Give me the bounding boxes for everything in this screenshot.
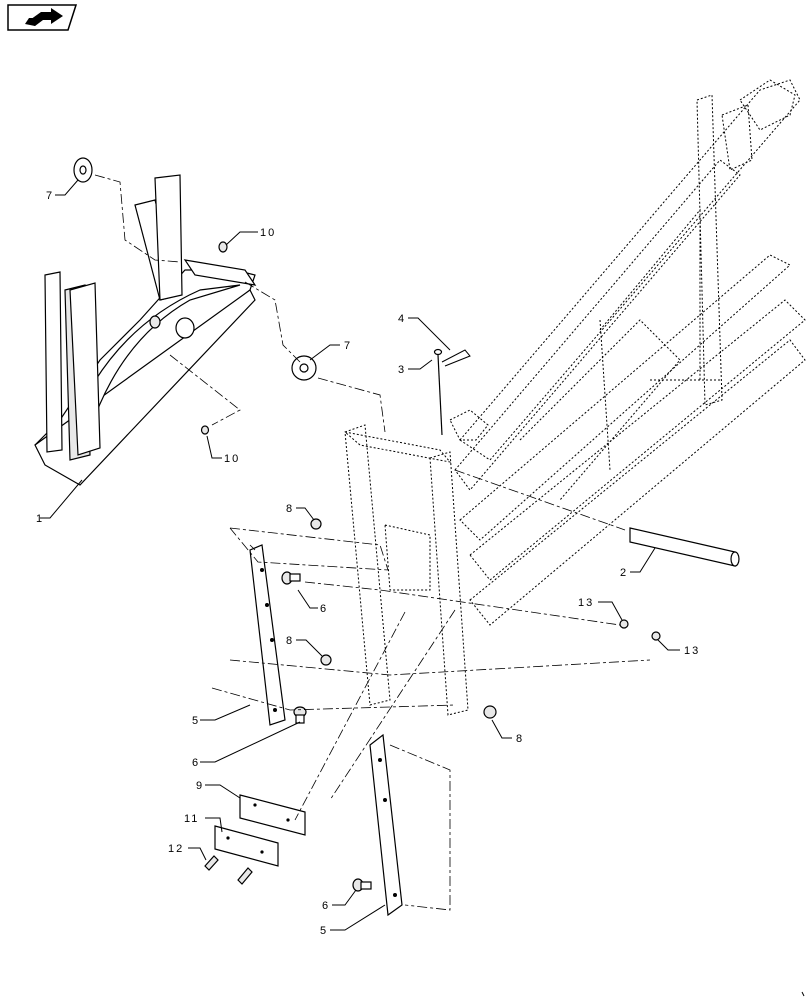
part-4-retaining-clip: [441, 349, 471, 367]
return-arrow-icon: [25, 8, 63, 26]
part-5-strap-left: [249, 544, 286, 726]
part-10-grease-fitting-lower: [200, 425, 210, 435]
callout-7a: 7: [46, 190, 54, 202]
callout-6a: 6: [320, 603, 328, 615]
part-9-plate: [239, 794, 306, 836]
callout-3: 3: [398, 364, 406, 376]
part-10-grease-fitting-upper: [218, 241, 228, 253]
part-12-bolt-right: [237, 867, 253, 885]
part-5-strap-right: [369, 733, 403, 917]
callout-6c: 6: [322, 900, 330, 912]
corner-mark: [801, 991, 805, 997]
part-3-clip-pin: [433, 348, 443, 436]
callout-leaders: [40, 179, 680, 931]
part-7-washer-upper: [73, 157, 93, 183]
part-7-washer-middle: [291, 355, 317, 381]
boom-frame-ghost: [343, 79, 806, 716]
return-button[interactable]: [7, 4, 77, 31]
part-11-plate: [214, 825, 279, 867]
callout-2: 2: [620, 567, 628, 579]
part-6-bolt-middle: [293, 706, 307, 724]
callout-13a: 13: [578, 597, 594, 609]
callout-10b: 10: [224, 453, 240, 465]
part-1-cradle-bracket: [34, 174, 257, 486]
callout-5b: 5: [320, 925, 328, 937]
callout-8b: 8: [286, 635, 294, 647]
callout-1: 1: [36, 513, 44, 525]
callout-8c: 8: [516, 733, 524, 745]
callout-6b: 6: [192, 757, 200, 769]
callout-5a: 5: [192, 715, 200, 727]
callout-4: 4: [398, 313, 406, 325]
part-8-nut-middle: [320, 654, 332, 666]
callout-7b: 7: [344, 340, 352, 352]
callout-11: 11: [184, 813, 199, 825]
callout-labels: 1 2 3 4 5 5 6 6 6 7 7 8 8 8 9 10 10 11 1…: [36, 190, 700, 937]
callout-13b: 13: [684, 645, 700, 657]
assembly-lines: [94, 174, 651, 911]
callout-10a: 10: [260, 227, 276, 239]
part-12-bolt-left: [204, 855, 219, 871]
part-13-fitting-upper: [619, 619, 629, 629]
callout-9: 9: [196, 780, 204, 792]
part-2-pin: [629, 527, 740, 567]
callout-12: 12: [168, 843, 184, 855]
part-8-nut-upper: [310, 518, 322, 530]
part-6-bolt-lower: [352, 878, 372, 892]
part-8-nut-lower: [483, 705, 497, 719]
part-13-fitting-lower: [651, 631, 661, 641]
part-6-bolt-upper: [281, 571, 301, 585]
callout-8a: 8: [286, 503, 294, 515]
